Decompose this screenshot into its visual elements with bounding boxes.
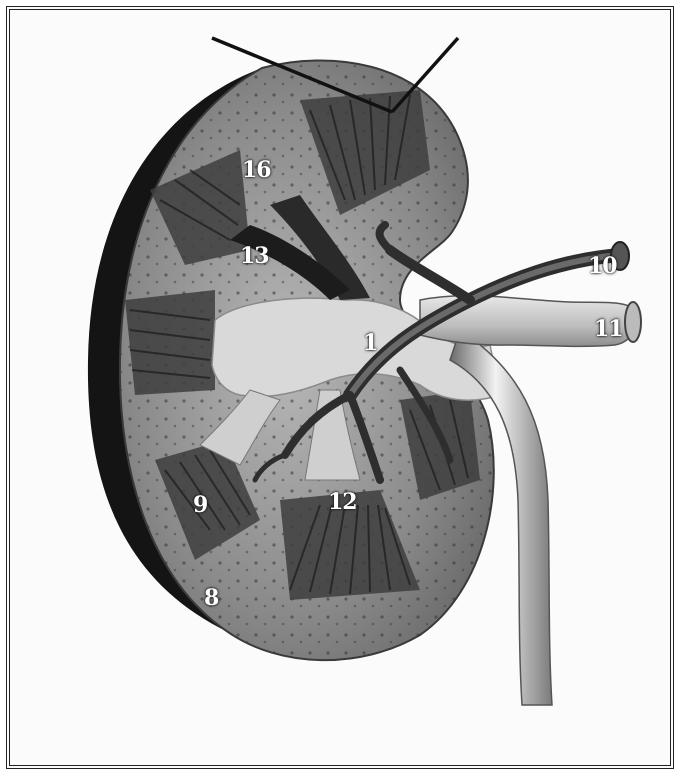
- label-8: 8: [204, 585, 218, 611]
- label-16: 16: [242, 157, 271, 183]
- label-1: 1: [363, 330, 377, 356]
- label-10: 10: [588, 253, 617, 279]
- vein-end-cap: [625, 302, 641, 342]
- label-12: 12: [328, 489, 357, 515]
- label-11: 11: [594, 316, 623, 342]
- label-13: 13: [240, 243, 269, 269]
- label-9: 9: [193, 492, 207, 518]
